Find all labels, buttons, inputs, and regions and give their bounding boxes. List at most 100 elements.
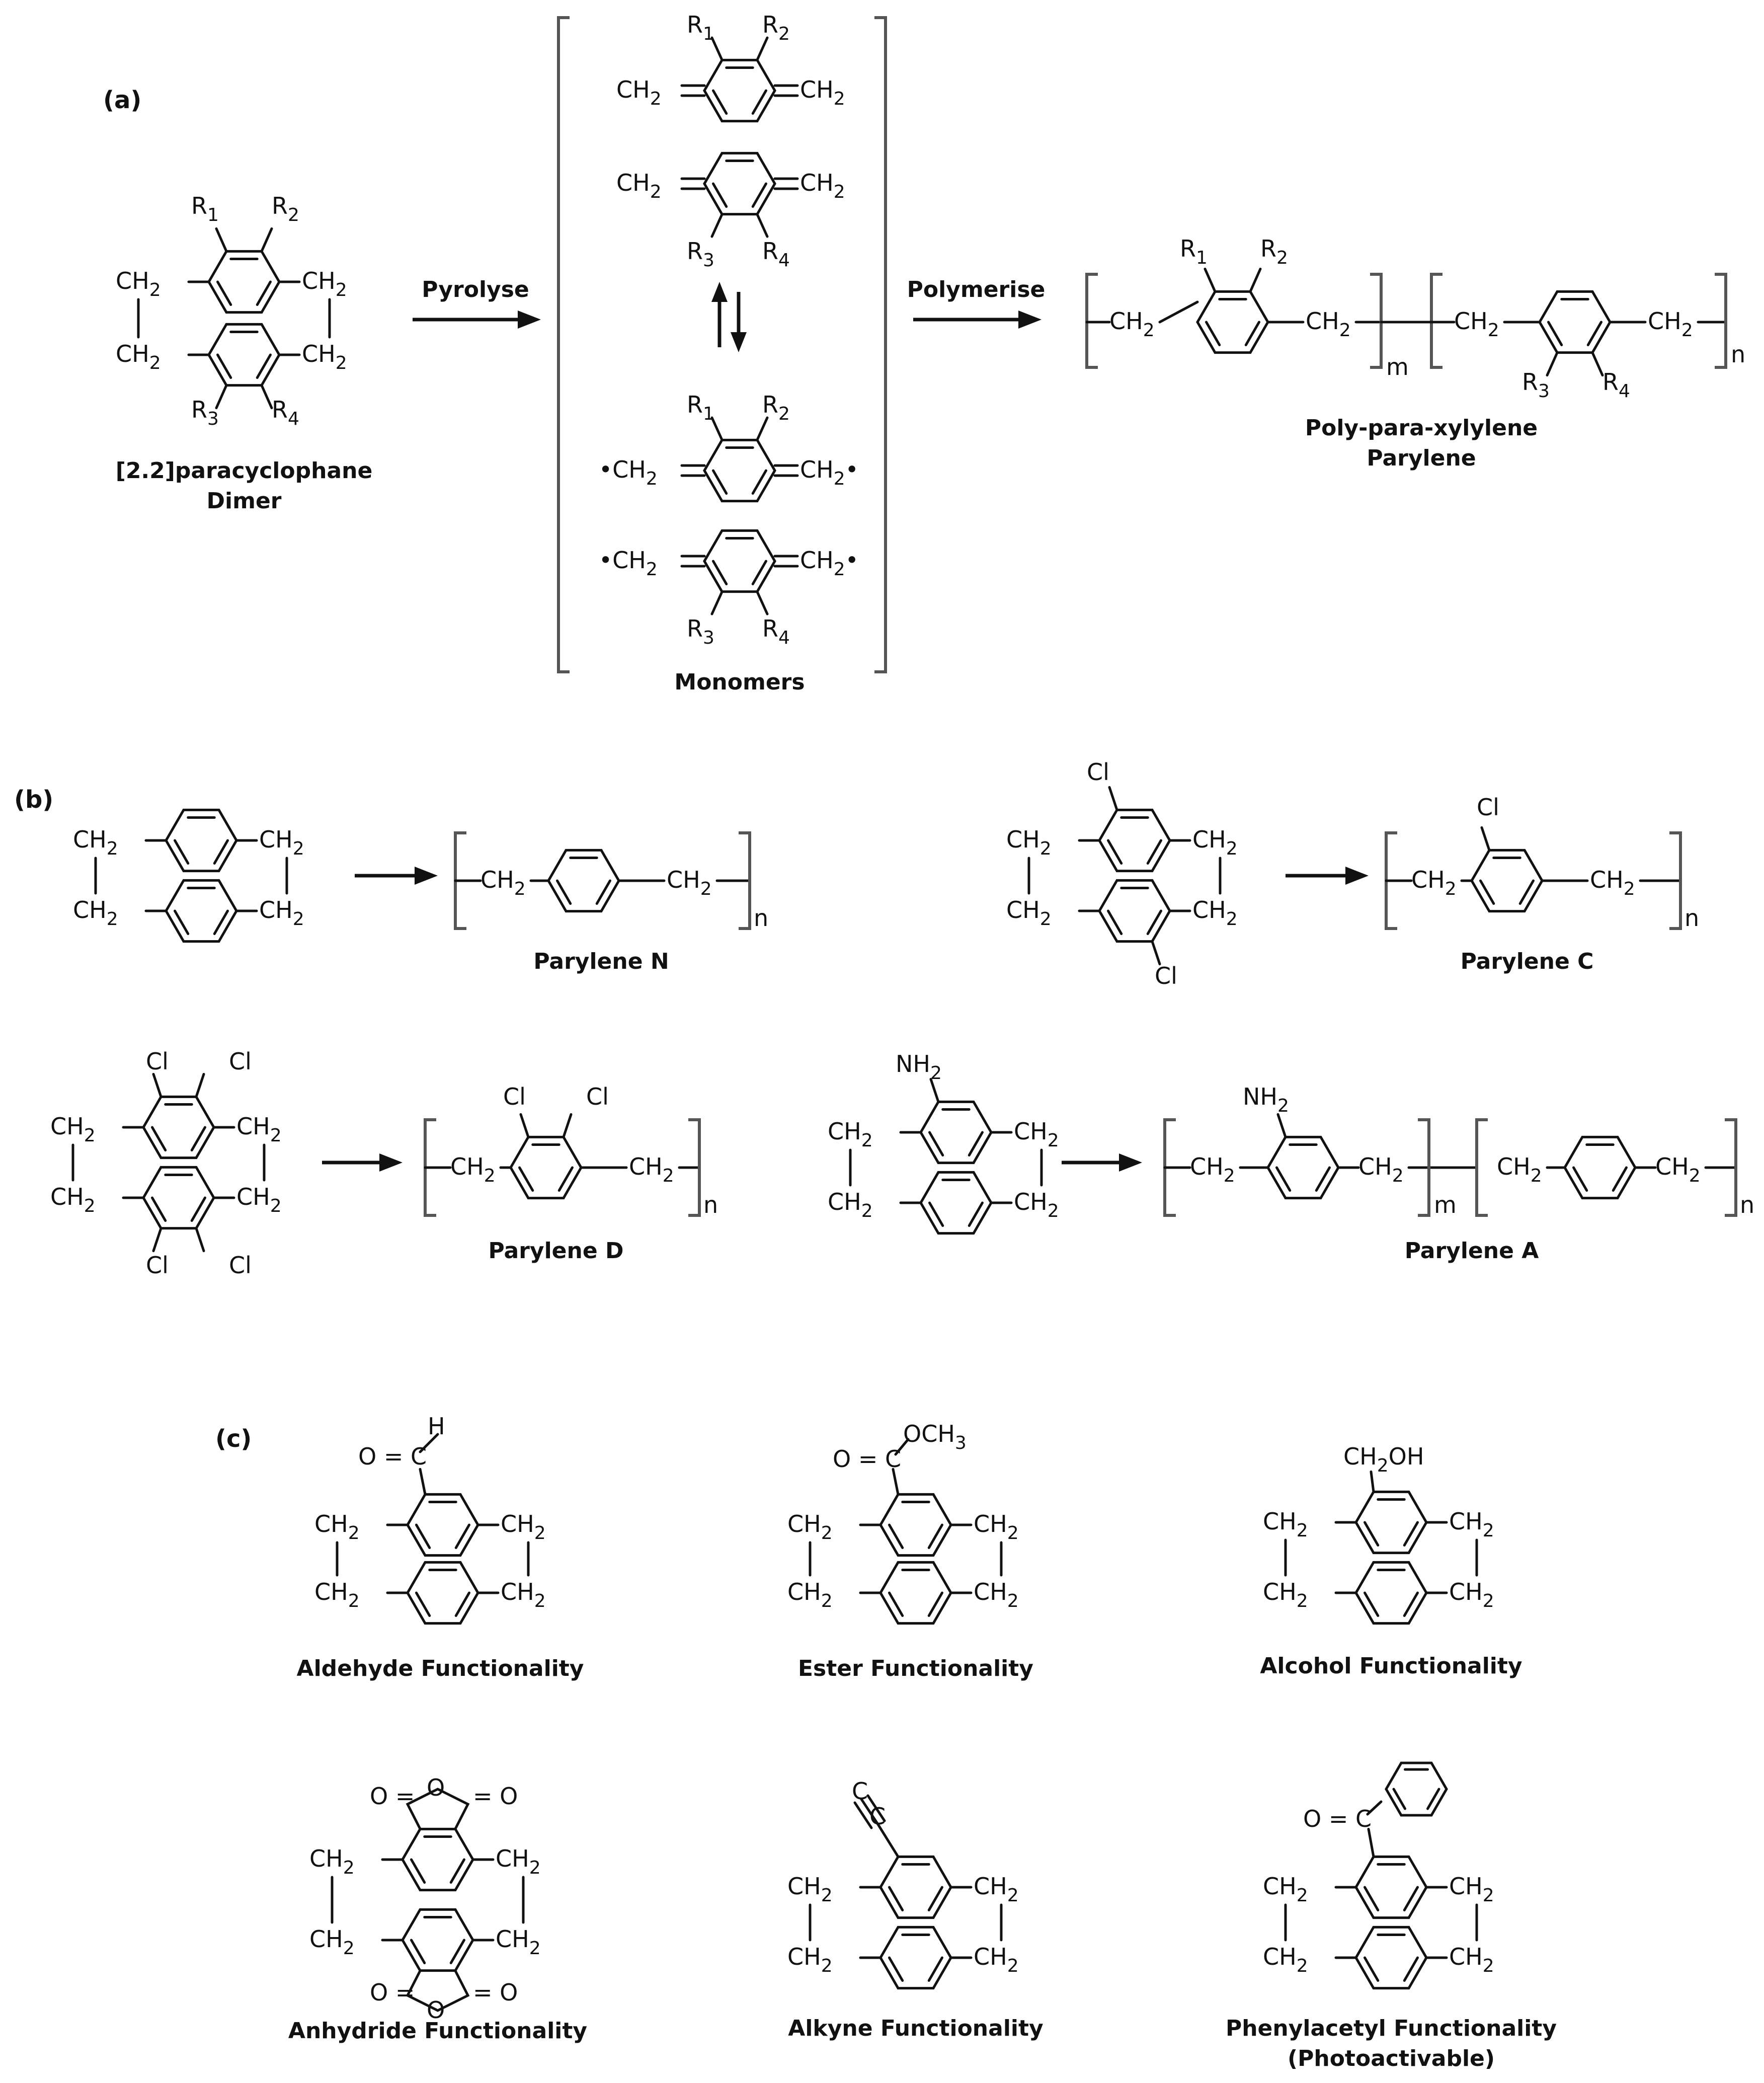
- substituent-bond: [1591, 351, 1604, 377]
- polymer-ring: [547, 848, 620, 913]
- ring-double-bond: [1364, 1956, 1380, 1982]
- r2-label: R2: [762, 391, 790, 424]
- ring-double-bond: [213, 909, 229, 935]
- ring-double-bond: [1403, 1591, 1419, 1617]
- ring-double-bond: [174, 909, 190, 935]
- substituent-bond: [756, 36, 769, 61]
- ring-double-bond: [1146, 909, 1162, 935]
- chain-bond: [1158, 300, 1199, 324]
- ch2-label: CH2: [309, 1845, 355, 1878]
- r2-label: R2: [762, 11, 790, 44]
- substituent-bond: [1151, 940, 1161, 966]
- cyclophane-bottom-ring: [919, 1171, 993, 1235]
- ch2-label: CH2: [800, 169, 845, 202]
- ring-double-bond: [1479, 879, 1495, 905]
- amine-label: NH2: [1243, 1083, 1289, 1116]
- repeat-n-label: n: [703, 1191, 718, 1218]
- alcohol-label: Alcohol Functionality: [1260, 1653, 1522, 1679]
- alkyne-bond: [876, 1823, 900, 1858]
- ring-double-bond: [174, 839, 190, 865]
- ring-double-bond: [454, 1523, 470, 1549]
- equilibrium-arrow-up-head: [711, 282, 728, 302]
- substituent-bond: [1249, 267, 1262, 293]
- ring-double-bond: [556, 879, 572, 905]
- ring-double-bond: [751, 89, 767, 115]
- ch2-label: CH2: [314, 1578, 360, 1611]
- ring-double-bond: [712, 182, 728, 208]
- r3-label: R3: [687, 615, 714, 648]
- reaction-arrow-d-head: [379, 1153, 403, 1172]
- substituent-bond: [1546, 351, 1559, 377]
- polymerise-arrow-head: [1018, 311, 1041, 329]
- cyclophane-bottom-ring: [1354, 1561, 1428, 1625]
- ring-double-bond: [712, 560, 728, 585]
- ring-double-bond: [968, 1131, 984, 1156]
- cyclophane-top-ring: [1354, 1855, 1428, 1919]
- cyclophane-top-ring: [401, 1827, 474, 1892]
- ch2-label: CH2: [1014, 1188, 1059, 1221]
- cyclophane-top-ring: [1098, 808, 1171, 873]
- substituent-bond: [519, 1113, 530, 1138]
- ch2-label: CH2: [480, 866, 526, 899]
- ring-double-bond: [1107, 909, 1123, 935]
- ch2-label: CH2: [236, 1113, 282, 1146]
- r3-label: R3: [687, 238, 714, 271]
- polymer-bracket-right: [1725, 1118, 1737, 1217]
- ch2-label: CH2: [1411, 866, 1457, 899]
- carbon-label: C: [869, 1803, 886, 1830]
- substituent-bond: [152, 1072, 163, 1098]
- ch2-label: CH2: [1454, 307, 1499, 341]
- dimer-name-line1: [2.2]paracyclophane: [116, 458, 373, 484]
- ch2-label: CH2: [50, 1183, 96, 1216]
- cyclophane-bottom-ring: [401, 1908, 474, 1972]
- ch2-label: CH2: [73, 826, 118, 859]
- ch2-label: CH2: [1192, 896, 1238, 930]
- substituent-bond: [894, 1438, 910, 1456]
- ch2-label: CH2: [450, 1153, 496, 1186]
- substituent-bond: [195, 1227, 205, 1253]
- ring-double-bond: [256, 280, 272, 306]
- ring-double-bond: [449, 1939, 465, 1964]
- substituent-bond: [1366, 1800, 1383, 1816]
- monomer-bracket-right: [874, 16, 887, 673]
- substituent-bond: [710, 590, 724, 615]
- ring-double-bond: [1518, 879, 1535, 905]
- ch2-label: CH2: [828, 1118, 873, 1151]
- chlorine-label: Cl: [229, 1252, 252, 1279]
- ring-double-bond: [888, 1956, 904, 1982]
- panel-label-c: (c): [215, 1425, 252, 1453]
- ch2-label: CH2: [1263, 1873, 1308, 1906]
- ch2-label: CH2: [1014, 1118, 1059, 1151]
- parylene-c-label: Parylene C: [1461, 949, 1594, 974]
- ring-double-bond: [1572, 1166, 1588, 1192]
- ch2-label: CH2: [1006, 896, 1052, 930]
- ch2-label: CH2: [1263, 1508, 1308, 1541]
- ch2-label: CH2: [616, 76, 662, 109]
- alkyne-bond: [866, 1794, 886, 1822]
- carbonyl-label: O = C: [833, 1445, 901, 1473]
- ch2-label: CH2: [1192, 826, 1238, 859]
- polymer-ring: [1563, 1135, 1637, 1200]
- ring-double-bond: [1107, 839, 1123, 865]
- ring-double-bond: [151, 1196, 167, 1222]
- ring-double-bond: [415, 1591, 431, 1617]
- ch2-label: CH2: [1590, 866, 1635, 899]
- hydrogen-label: H: [428, 1413, 445, 1440]
- repeat-n-label: n: [1685, 904, 1699, 932]
- polymer-bracket-right: [688, 1118, 701, 1217]
- ring-double-bond: [712, 469, 728, 495]
- ch2-label: CH2: [302, 340, 347, 373]
- cyclophane-top-ring: [142, 1095, 215, 1160]
- substituent-bond: [215, 227, 228, 253]
- repeat-n-label: n: [1740, 1191, 1754, 1218]
- ring-double-bond: [751, 469, 767, 495]
- chlorine-label: Cl: [146, 1252, 169, 1279]
- amine-label: NH2: [896, 1050, 942, 1084]
- ring-double-bond: [595, 879, 611, 905]
- ring-double-bond: [751, 182, 767, 208]
- cyclophane-bottom-ring: [1098, 879, 1171, 943]
- carbonyl-label: O = C: [358, 1443, 427, 1470]
- ch2-label: CH2: [302, 267, 347, 300]
- r4-label: R4: [762, 615, 790, 648]
